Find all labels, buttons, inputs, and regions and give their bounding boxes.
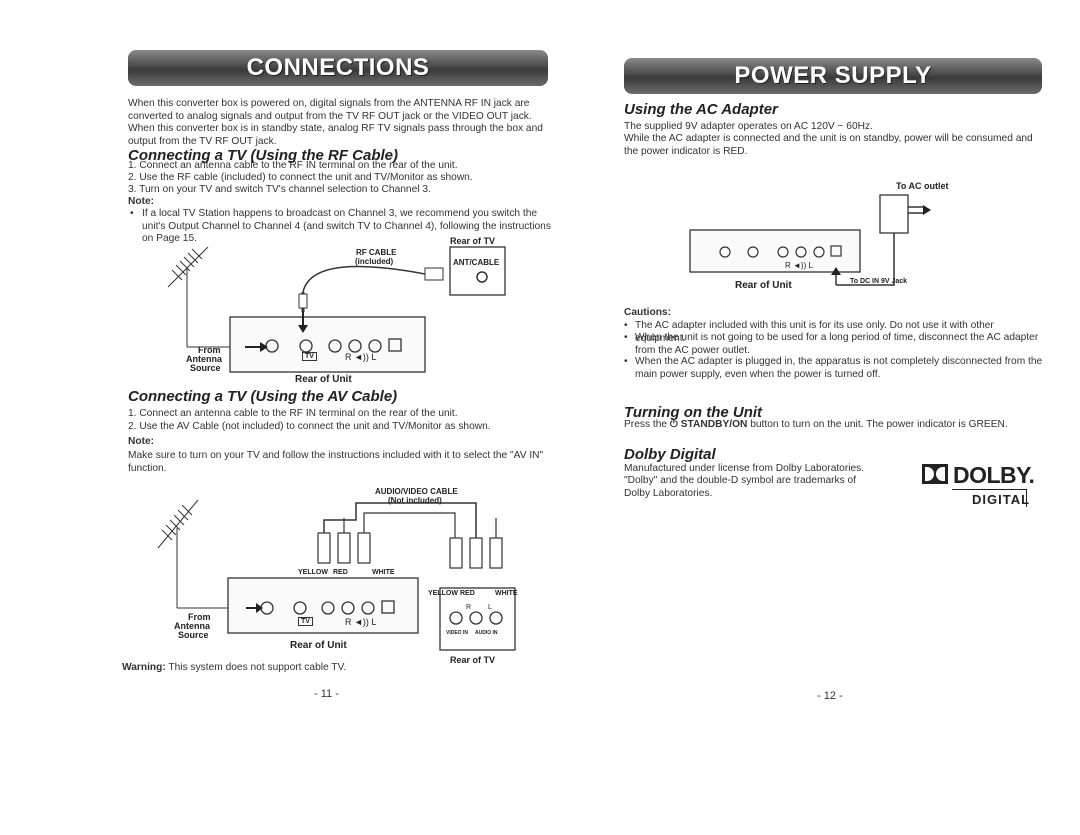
power-supply-banner: POWER SUPPLY <box>624 58 1042 94</box>
ac-adapter <box>879 194 909 234</box>
page-number-11: - 11 - <box>314 688 339 700</box>
intro-para-1: When this converter box is powered on, d… <box>128 98 532 122</box>
connections-title: CONNECTIONS <box>246 54 430 81</box>
audio-in-label: AUDIO IN <box>475 630 498 636</box>
dc-cable <box>836 233 895 286</box>
from-label-1: From <box>198 345 221 355</box>
from-label-2: From <box>188 612 211 622</box>
rf-cable-included-label: (included) <box>355 257 394 266</box>
rear-of-unit-label-2: Rear of Unit <box>290 640 347 651</box>
to-ac-outlet-label: To AC outlet <box>896 181 949 191</box>
standby-on-label: ⏻ STANDBY/ON <box>669 419 748 430</box>
source-label-1: Source <box>190 363 221 373</box>
white-label-tv: WHITE <box>495 590 518 597</box>
dolby-text-2: "Dolby" and the double-D symbol are trad… <box>624 475 857 499</box>
unit-rear-panel <box>229 316 426 373</box>
page-number-12: - 12 - <box>817 690 843 702</box>
double-d-icon <box>922 464 948 484</box>
dolby-logo-text: DOLBY. <box>953 462 1035 488</box>
rear-of-tv-label-2: Rear of TV <box>450 655 496 665</box>
rf-step-3: 3. Turn on your TV and switch TV's chann… <box>128 184 431 195</box>
tv-badge-1: TV <box>302 352 317 361</box>
dolby-digital-logo: DOLBY. DIGITAL <box>922 462 1035 512</box>
warning-line: Warning: This system does not support ca… <box>122 662 346 675</box>
dolby-rule-vertical <box>1026 489 1027 507</box>
av-plugs-tv-side <box>449 537 503 569</box>
power-supply-title: POWER SUPPLY <box>734 62 932 89</box>
dolby-heading: Dolby Digital <box>624 446 716 463</box>
to-dc-in-label: To DC IN 9V Jack <box>850 278 908 285</box>
av-step-2: 2. Use the AV Cable (not included) to co… <box>128 421 491 432</box>
tv-rear-panel <box>449 246 506 296</box>
av-not-included-label: (Not included) <box>388 496 442 505</box>
av-note-label: Note: <box>128 436 155 447</box>
video-in-label: VIDEO IN <box>446 630 468 636</box>
red-label-tv: RED <box>460 590 475 597</box>
antenna-label-2: Antenna <box>174 621 210 631</box>
av-step-1: 1. Connect an antenna cable to the RF IN… <box>128 408 458 419</box>
ant-cable-label: ANT/CABLE <box>453 258 500 267</box>
av-note-text: Make sure to turn on your TV and follow … <box>128 450 544 474</box>
audio-rl-label-3: R ◄)) L <box>785 261 813 270</box>
turning-text-post: button to turn on the unit. The power in… <box>747 419 1008 430</box>
rear-of-unit-label-3: Rear of Unit <box>735 280 792 291</box>
rf-cable-line <box>302 265 426 293</box>
red-label-unit: RED <box>333 569 348 576</box>
tv-r-label: R <box>466 604 472 611</box>
caution-2: When the unit is not going to be used fo… <box>635 332 1039 356</box>
warning-label: Warning: <box>122 662 166 673</box>
av-heading: Connecting a TV (Using the AV Cable) <box>128 388 398 405</box>
rf-note-label: Note: <box>128 196 155 207</box>
caution-bullet-3: • <box>624 356 628 367</box>
caution-bullet-1: • <box>624 320 628 331</box>
rf-note-bullet: • <box>130 208 134 219</box>
left-page: CONNECTIONS When this converter box is p… <box>122 50 551 700</box>
intro-para-2: When this converter box is in standby st… <box>128 123 543 147</box>
unit-rear-panel-3 <box>689 229 861 273</box>
dolby-rule <box>952 489 1026 490</box>
rear-of-unit-label-1: Rear of Unit <box>295 374 352 385</box>
caution-bullet-2: • <box>624 332 628 343</box>
turning-text: Press the ⏻ STANDBY/ON button to turn on… <box>624 419 1054 432</box>
rf-connection-diagram <box>167 246 506 373</box>
rf-step-2: 2. Use the RF cable (included) to connec… <box>128 172 473 183</box>
white-label-unit: WHITE <box>372 569 395 576</box>
rf-cable-label: RF CABLE <box>356 248 397 257</box>
tv-l-label: L <box>488 604 492 611</box>
turning-text-pre: Press the <box>624 419 670 430</box>
antenna-label-1: Antenna <box>186 354 222 364</box>
antenna-icon <box>167 246 230 348</box>
source-label-2: Source <box>178 630 209 640</box>
dolby-text-1: Manufactured under license from Dolby La… <box>624 463 865 474</box>
ac-text-2: While the AC adapter is connected and th… <box>624 133 1033 157</box>
rf-heading: Connecting a TV (Using the RF Cable) <box>128 147 399 164</box>
audio-rl-label-1: R ◄)) L <box>345 352 377 362</box>
yellow-label-unit: YELLOW <box>298 569 328 576</box>
tv-rear-panel-2 <box>439 587 516 651</box>
yellow-label-tv: YELLOW <box>428 590 458 597</box>
av-cable-label: AUDIO/VIDEO CABLE <box>375 487 458 496</box>
ac-text-1: The supplied 9V adapter operates on AC 1… <box>624 121 873 132</box>
tv-badge-2: TV <box>298 617 313 626</box>
caution-3: When the AC adapter is plugged in, the a… <box>635 356 1043 380</box>
rf-note-text: If a local TV Station happens to broadca… <box>142 208 551 244</box>
turning-heading: Turning on the Unit <box>624 404 763 421</box>
rear-of-tv-label-1: Rear of TV <box>450 236 496 246</box>
power-diagram <box>689 194 931 286</box>
dolby-digital-text: DIGITAL <box>972 492 1031 507</box>
antenna-icon <box>157 499 228 609</box>
av-plugs-unit-side <box>317 532 371 564</box>
audio-rl-label-2: R ◄)) L <box>345 617 377 627</box>
ac-heading: Using the AC Adapter <box>624 101 778 118</box>
rf-step-1: 1. Connect an antenna cable to the RF IN… <box>128 160 458 171</box>
warning-text: This system does not support cable TV. <box>165 662 347 673</box>
caution-1: The AC adapter included with this unit i… <box>635 320 994 344</box>
right-page: POWER SUPPLY Using the AC Adapter The su… <box>540 0 1080 835</box>
av-connection-diagram <box>157 499 516 651</box>
connections-banner: CONNECTIONS <box>128 50 548 86</box>
cautions-label: Cautions: <box>624 307 671 318</box>
